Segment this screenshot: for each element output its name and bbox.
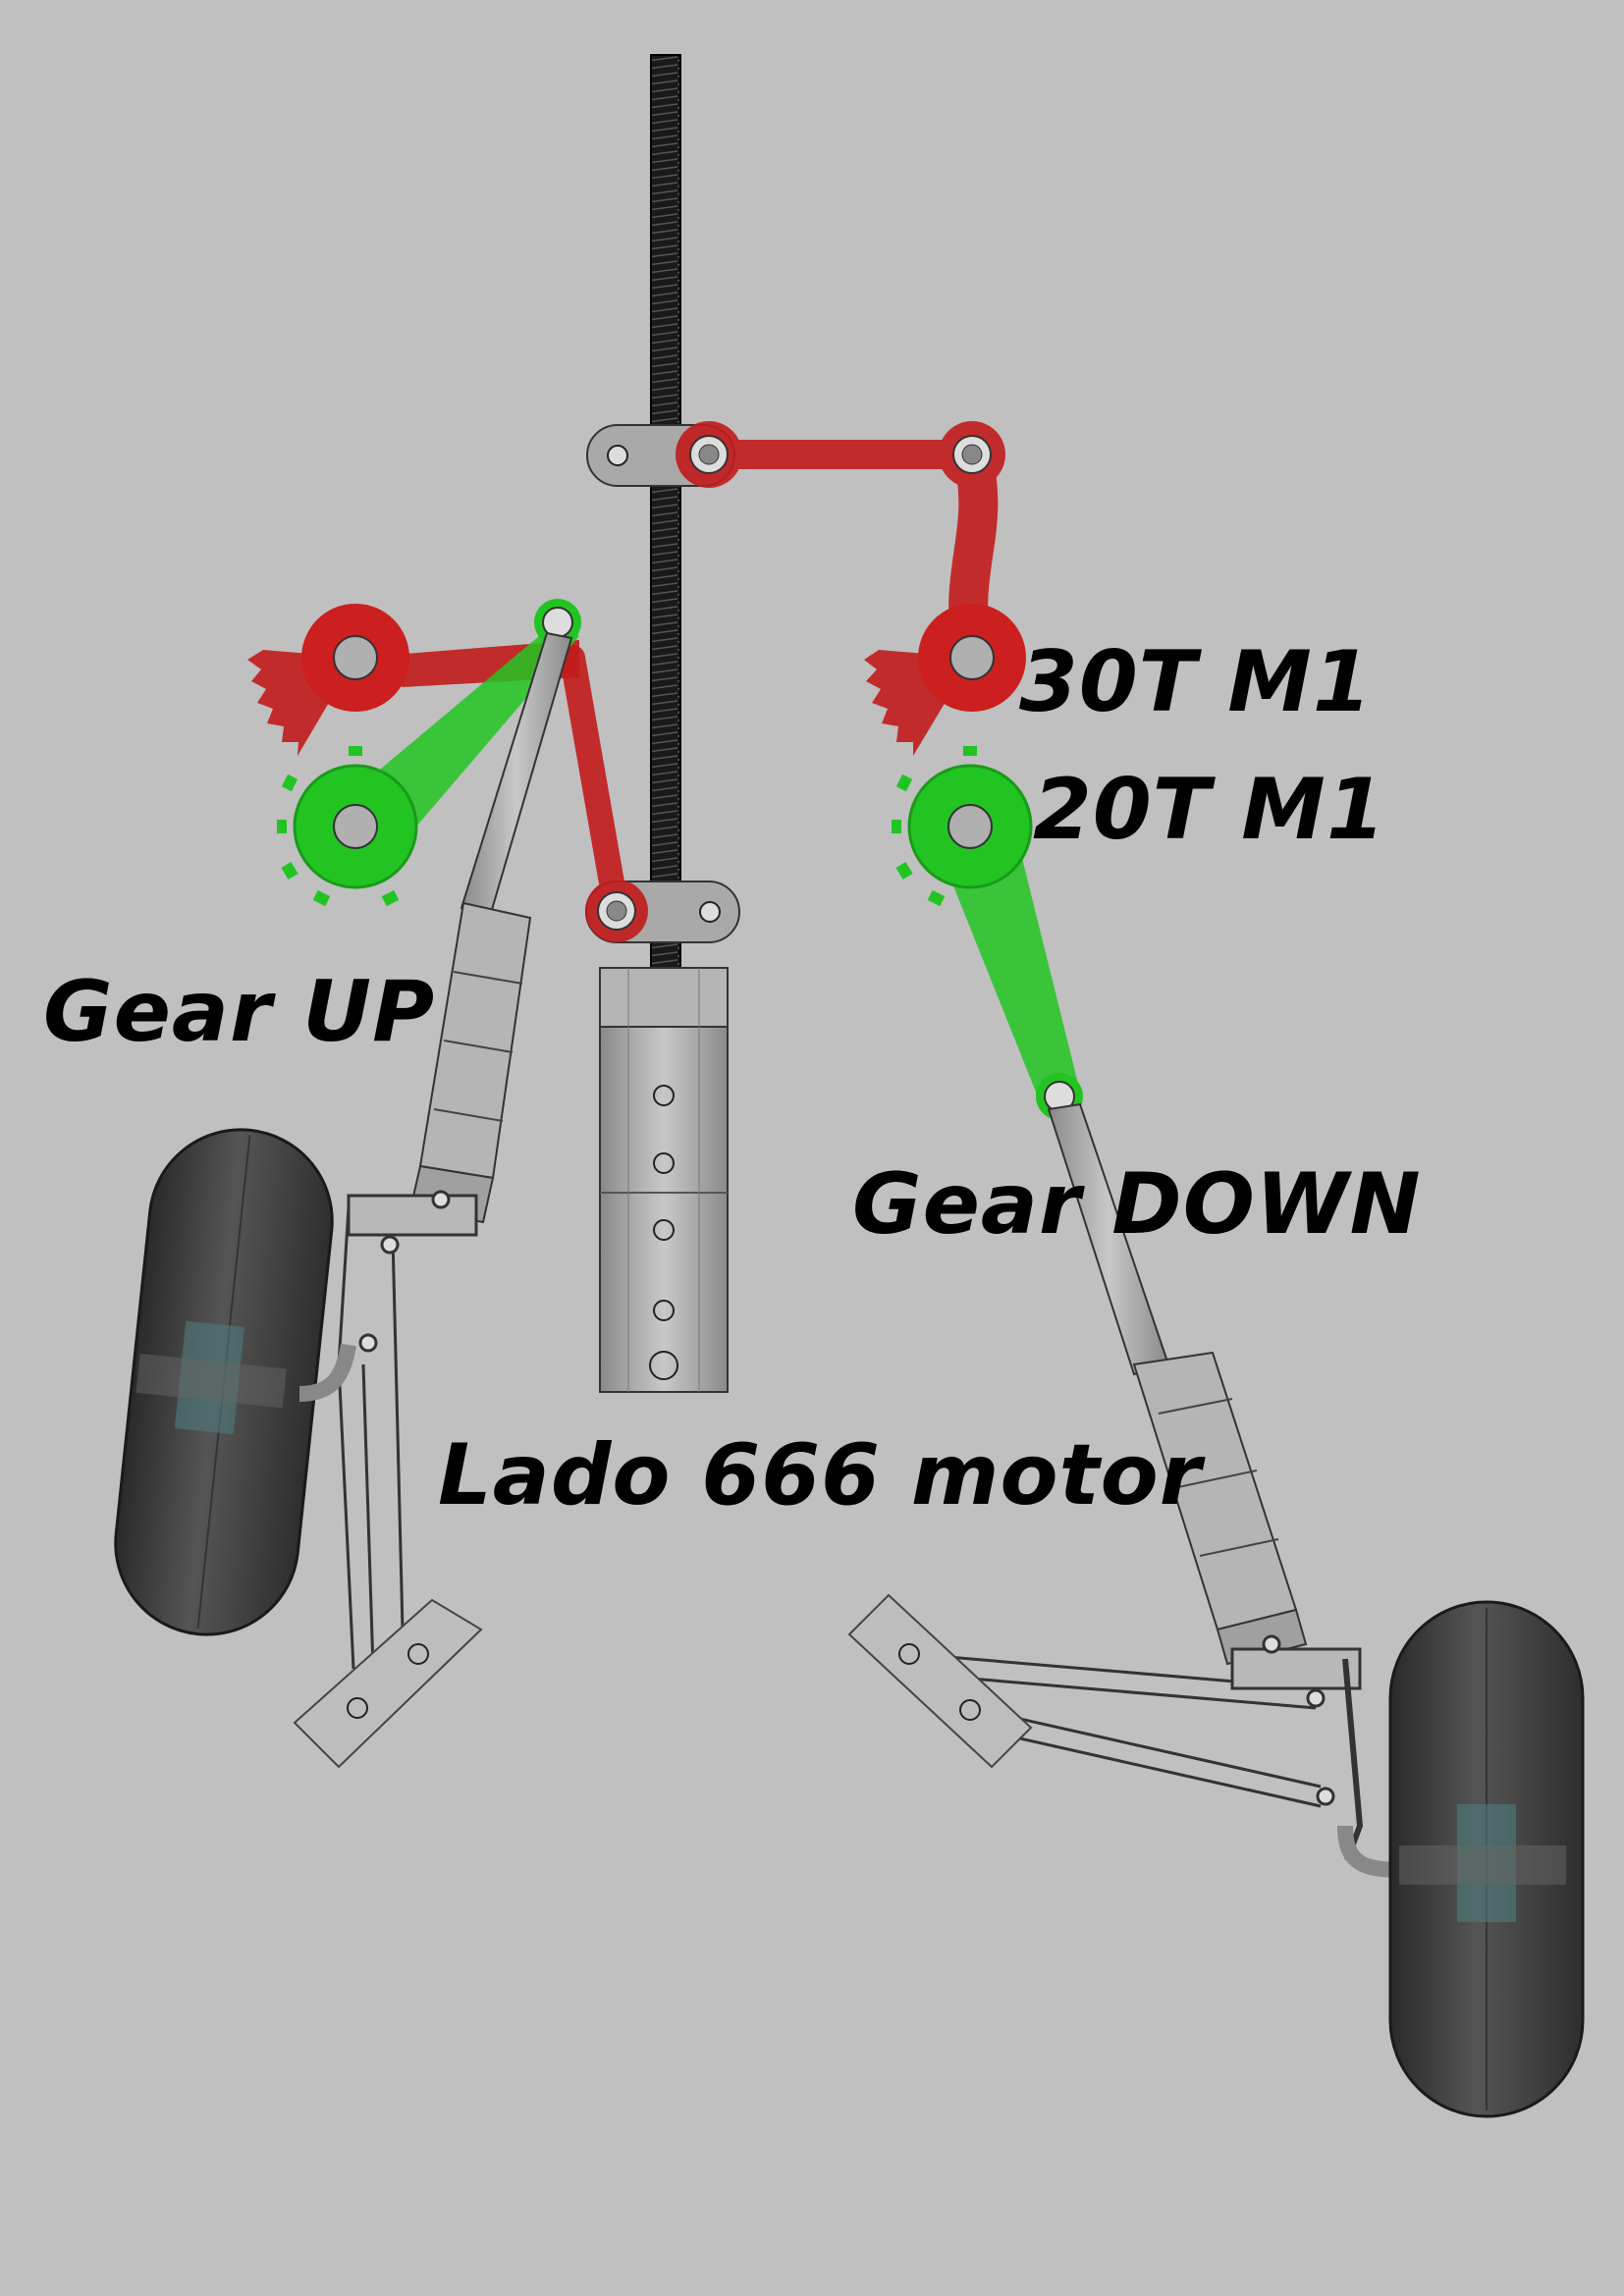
right-bearing-top [689, 435, 992, 474]
tire-icon [114, 1128, 334, 1636]
gear-30t-label: 30T M1 [1019, 633, 1373, 731]
right-mount-bracket [847, 1593, 1033, 1769]
motor-icon [599, 967, 729, 1393]
left-bearing-bottom [597, 891, 636, 931]
motor-label: Lado 666 motor [438, 1426, 1203, 1524]
left-mount-bracket [293, 1598, 483, 1769]
gear-up-label: Gear UP [43, 963, 436, 1061]
gear-20t-label: 20T M1 [1033, 761, 1386, 859]
right-wheel [1337, 1600, 1585, 2118]
lead-screw-icon [650, 54, 681, 969]
left-wheel [114, 1128, 356, 1636]
left-20t-gear-arm [277, 599, 581, 907]
right-oleo-strut [1047, 1102, 1308, 1666]
gear-down-label: Gear DOWN [852, 1155, 1422, 1254]
right-20t-gear-arm [892, 746, 1083, 1120]
tire-icon [1388, 1600, 1585, 2118]
right-30t-gear-sector [864, 604, 1026, 756]
